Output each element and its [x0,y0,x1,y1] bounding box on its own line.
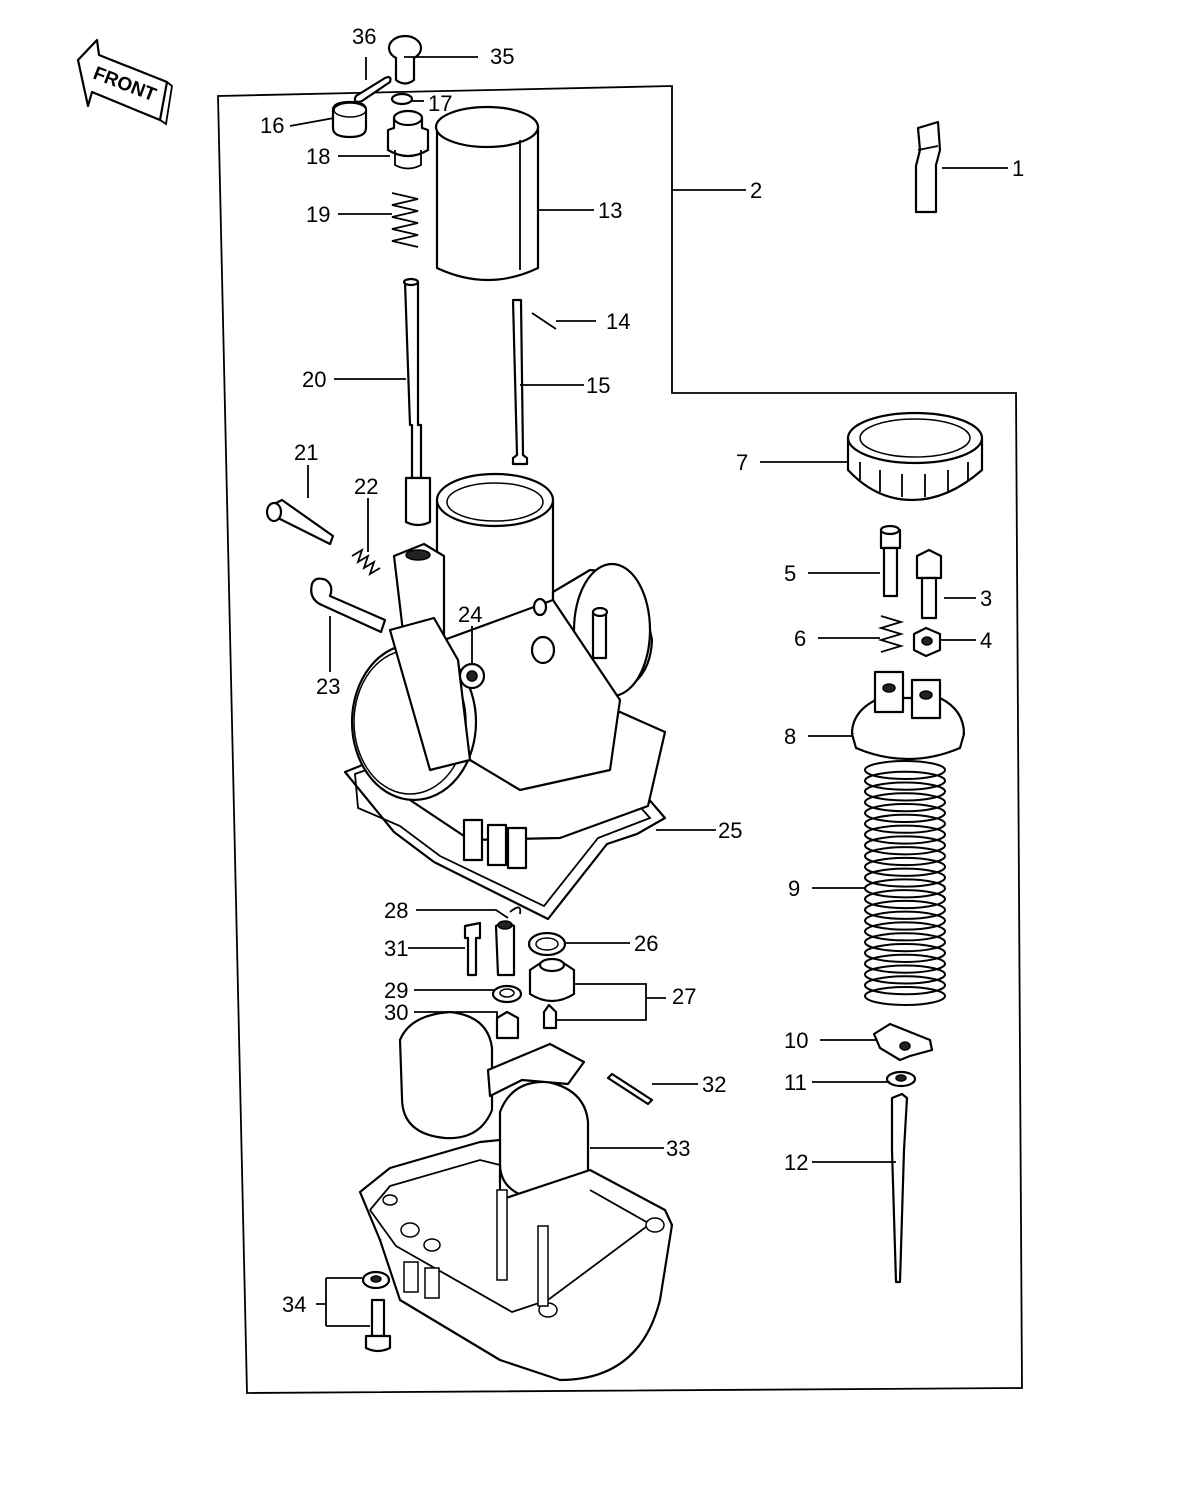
callout-19: 19 [306,202,330,227]
part-36-pin [353,76,392,103]
spring-coil [864,835,946,856]
kit-outline [217,85,1023,1394]
part-5-screw [879,524,902,598]
callout-34: 34 [282,1292,306,1317]
part-28-jet [494,906,522,977]
spring-coil [864,942,946,963]
callout-2: 2 [750,178,762,203]
callout-14: 14 [606,309,630,334]
spring-coil [864,867,946,888]
part-11-washer [885,1070,917,1088]
callout-15: 15 [586,373,610,398]
part-13-throttle-valve [434,105,540,282]
part-4-nut [912,626,942,658]
callout-13: 13 [598,198,622,223]
part-12-needle [890,1092,909,1284]
callout-29: 31 [384,936,408,961]
part-6-spring [877,615,905,653]
callout-27: 27 [672,984,696,1009]
spring-coil [864,889,946,910]
callout-8: 8 [784,724,796,749]
part-27-needle-valve [528,957,576,1030]
part-9-large-spring [864,760,946,1006]
part-16-rubber-cap [331,100,368,139]
part-23-bolt [310,577,387,634]
callout-16: 16 [260,113,284,138]
spring-coil [864,986,946,1006]
spring-coil [864,932,946,953]
spring-coil [864,813,946,834]
callouts: 1 2 3 4 5 6 7 8 9 10 11 12 13 14 15 16 1… [260,24,1024,1317]
carburetor-body [343,472,667,921]
callout-10: 10 [784,1028,808,1053]
spring-coil [864,792,946,813]
callout-17: 17 [428,91,452,116]
callout-12: 12 [784,1150,808,1175]
spring-coil [864,921,946,942]
callout-36: 36 [352,24,376,49]
part-21-screw [265,498,335,546]
callout-18: 18 [306,144,330,169]
callout-11: 11 [784,1070,807,1095]
spring-coil [864,899,946,920]
callout-4: 4 [980,628,992,653]
part-22-spring [351,547,381,577]
front-arrow: FRONT [76,38,173,126]
callout-6: 6 [794,626,806,651]
part-32-pin [606,1072,654,1106]
callout-30: 30 [384,1000,408,1025]
part-26-washer [527,931,567,957]
spring-coil [864,770,946,791]
spring-coil [864,910,946,931]
callout-3: 3 [980,586,992,611]
part-34-screw-washer [361,1270,392,1353]
part-19-spring [391,192,419,248]
part-7-cap-ring [846,411,984,502]
part-15-needle [511,298,529,466]
spring-coil [864,964,946,985]
callout-21: 21 [294,440,318,465]
spring-coil [864,953,946,974]
part-31-jet [463,921,482,977]
callout-26: 26 [634,931,658,956]
spring-coil [864,824,946,845]
callout-22: 22 [354,474,378,499]
spring-coil [864,878,946,899]
float-bowl [358,1138,674,1382]
spring-coil [864,781,946,802]
part-20-tube [402,277,432,527]
callout-35: 35 [490,44,514,69]
part-14-clip [531,312,557,330]
callout-5: 5 [784,561,796,586]
spring-coil [864,846,946,867]
spring-coil [864,760,946,780]
callout-28: 28 [384,898,408,923]
callout-7: 7 [736,450,748,475]
callout-25: 25 [718,818,742,843]
part-29-washer [491,984,523,1004]
callout-32: 32 [702,1072,726,1097]
part-10-plate [872,1022,934,1062]
callout-23: 23 [316,674,340,699]
spring-coil [864,856,946,877]
callout-24: 24 [458,602,482,627]
callout-1: 1 [1012,156,1024,181]
part-3-screw [915,548,943,620]
callout-29b: 29 [384,978,408,1003]
spring-coil [864,975,946,996]
part-8-top-cap [850,670,966,761]
callout-20: 20 [302,367,326,392]
part-17-washer [390,92,414,106]
leader-lines [289,56,1008,1327]
callout-33: 33 [666,1136,690,1161]
part-35-cap [387,34,423,85]
callout-9: 9 [788,876,800,901]
part-18-adjuster [386,109,430,170]
spring-coil [864,803,946,824]
part-1-valve [914,120,942,214]
part-30-main-jet [495,1010,520,1040]
